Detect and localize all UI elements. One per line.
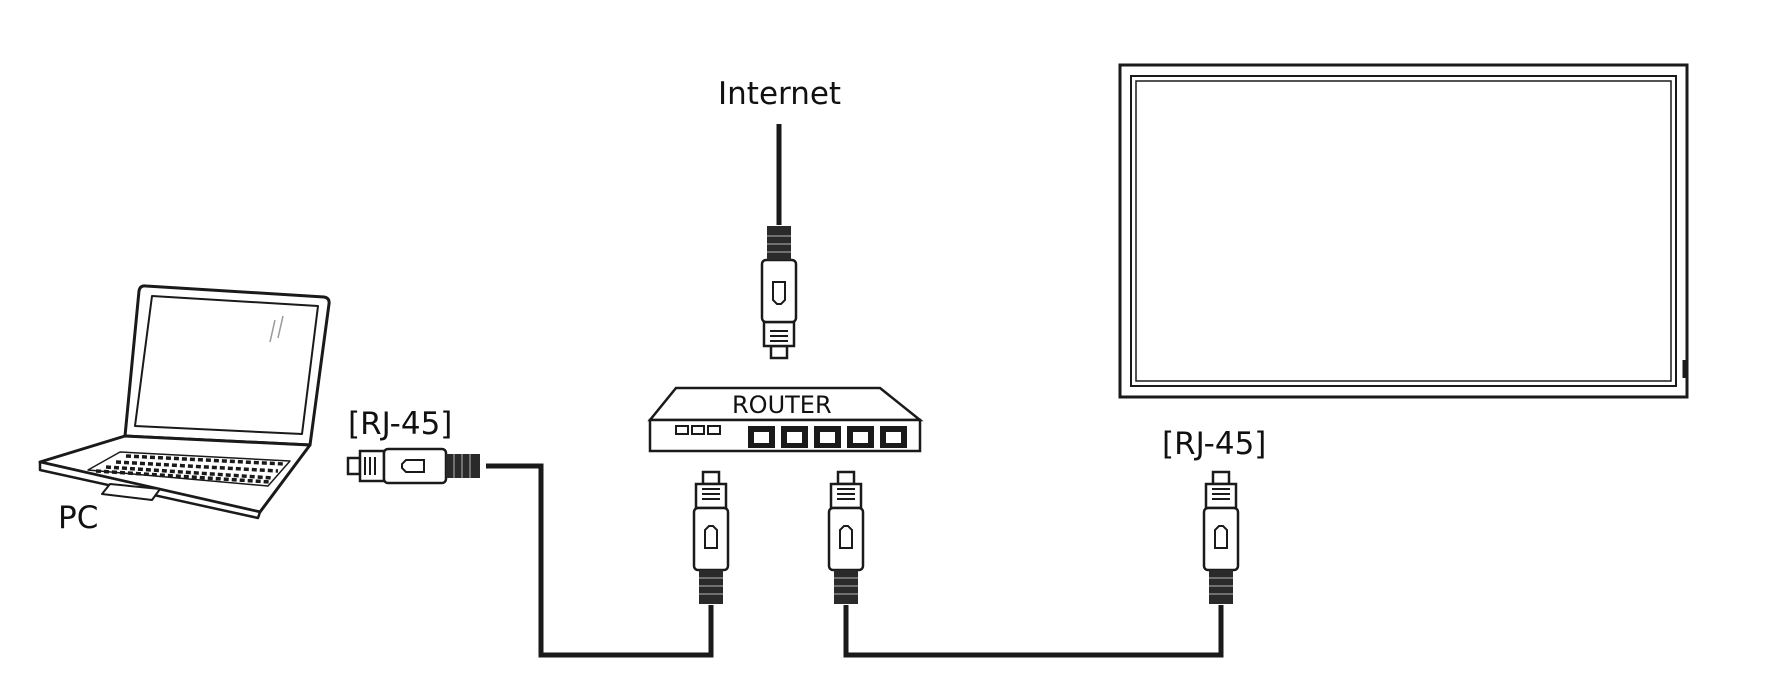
pc-label: PC xyxy=(58,500,99,536)
rj45-plug-icon xyxy=(760,224,798,360)
cable-pc-to-router xyxy=(486,463,714,658)
router-label: ROUTER xyxy=(732,391,832,419)
router-icon xyxy=(647,386,924,453)
display-monitor-icon xyxy=(1118,63,1689,399)
internet-label: Internet xyxy=(718,76,842,112)
rj45-plug-icon xyxy=(827,470,865,606)
rj45-label-display: [RJ-45] xyxy=(1162,426,1267,462)
cable-router-to-display xyxy=(843,605,1224,658)
laptop-icon xyxy=(38,284,331,520)
rj45-plug-icon xyxy=(692,470,730,606)
cable-lines xyxy=(486,124,1224,658)
rj45-label-pc: [RJ-45] xyxy=(348,406,453,442)
rj45-plug-icon xyxy=(1202,470,1240,606)
rj45-plug-icon xyxy=(346,447,482,485)
router-ports xyxy=(748,426,907,448)
